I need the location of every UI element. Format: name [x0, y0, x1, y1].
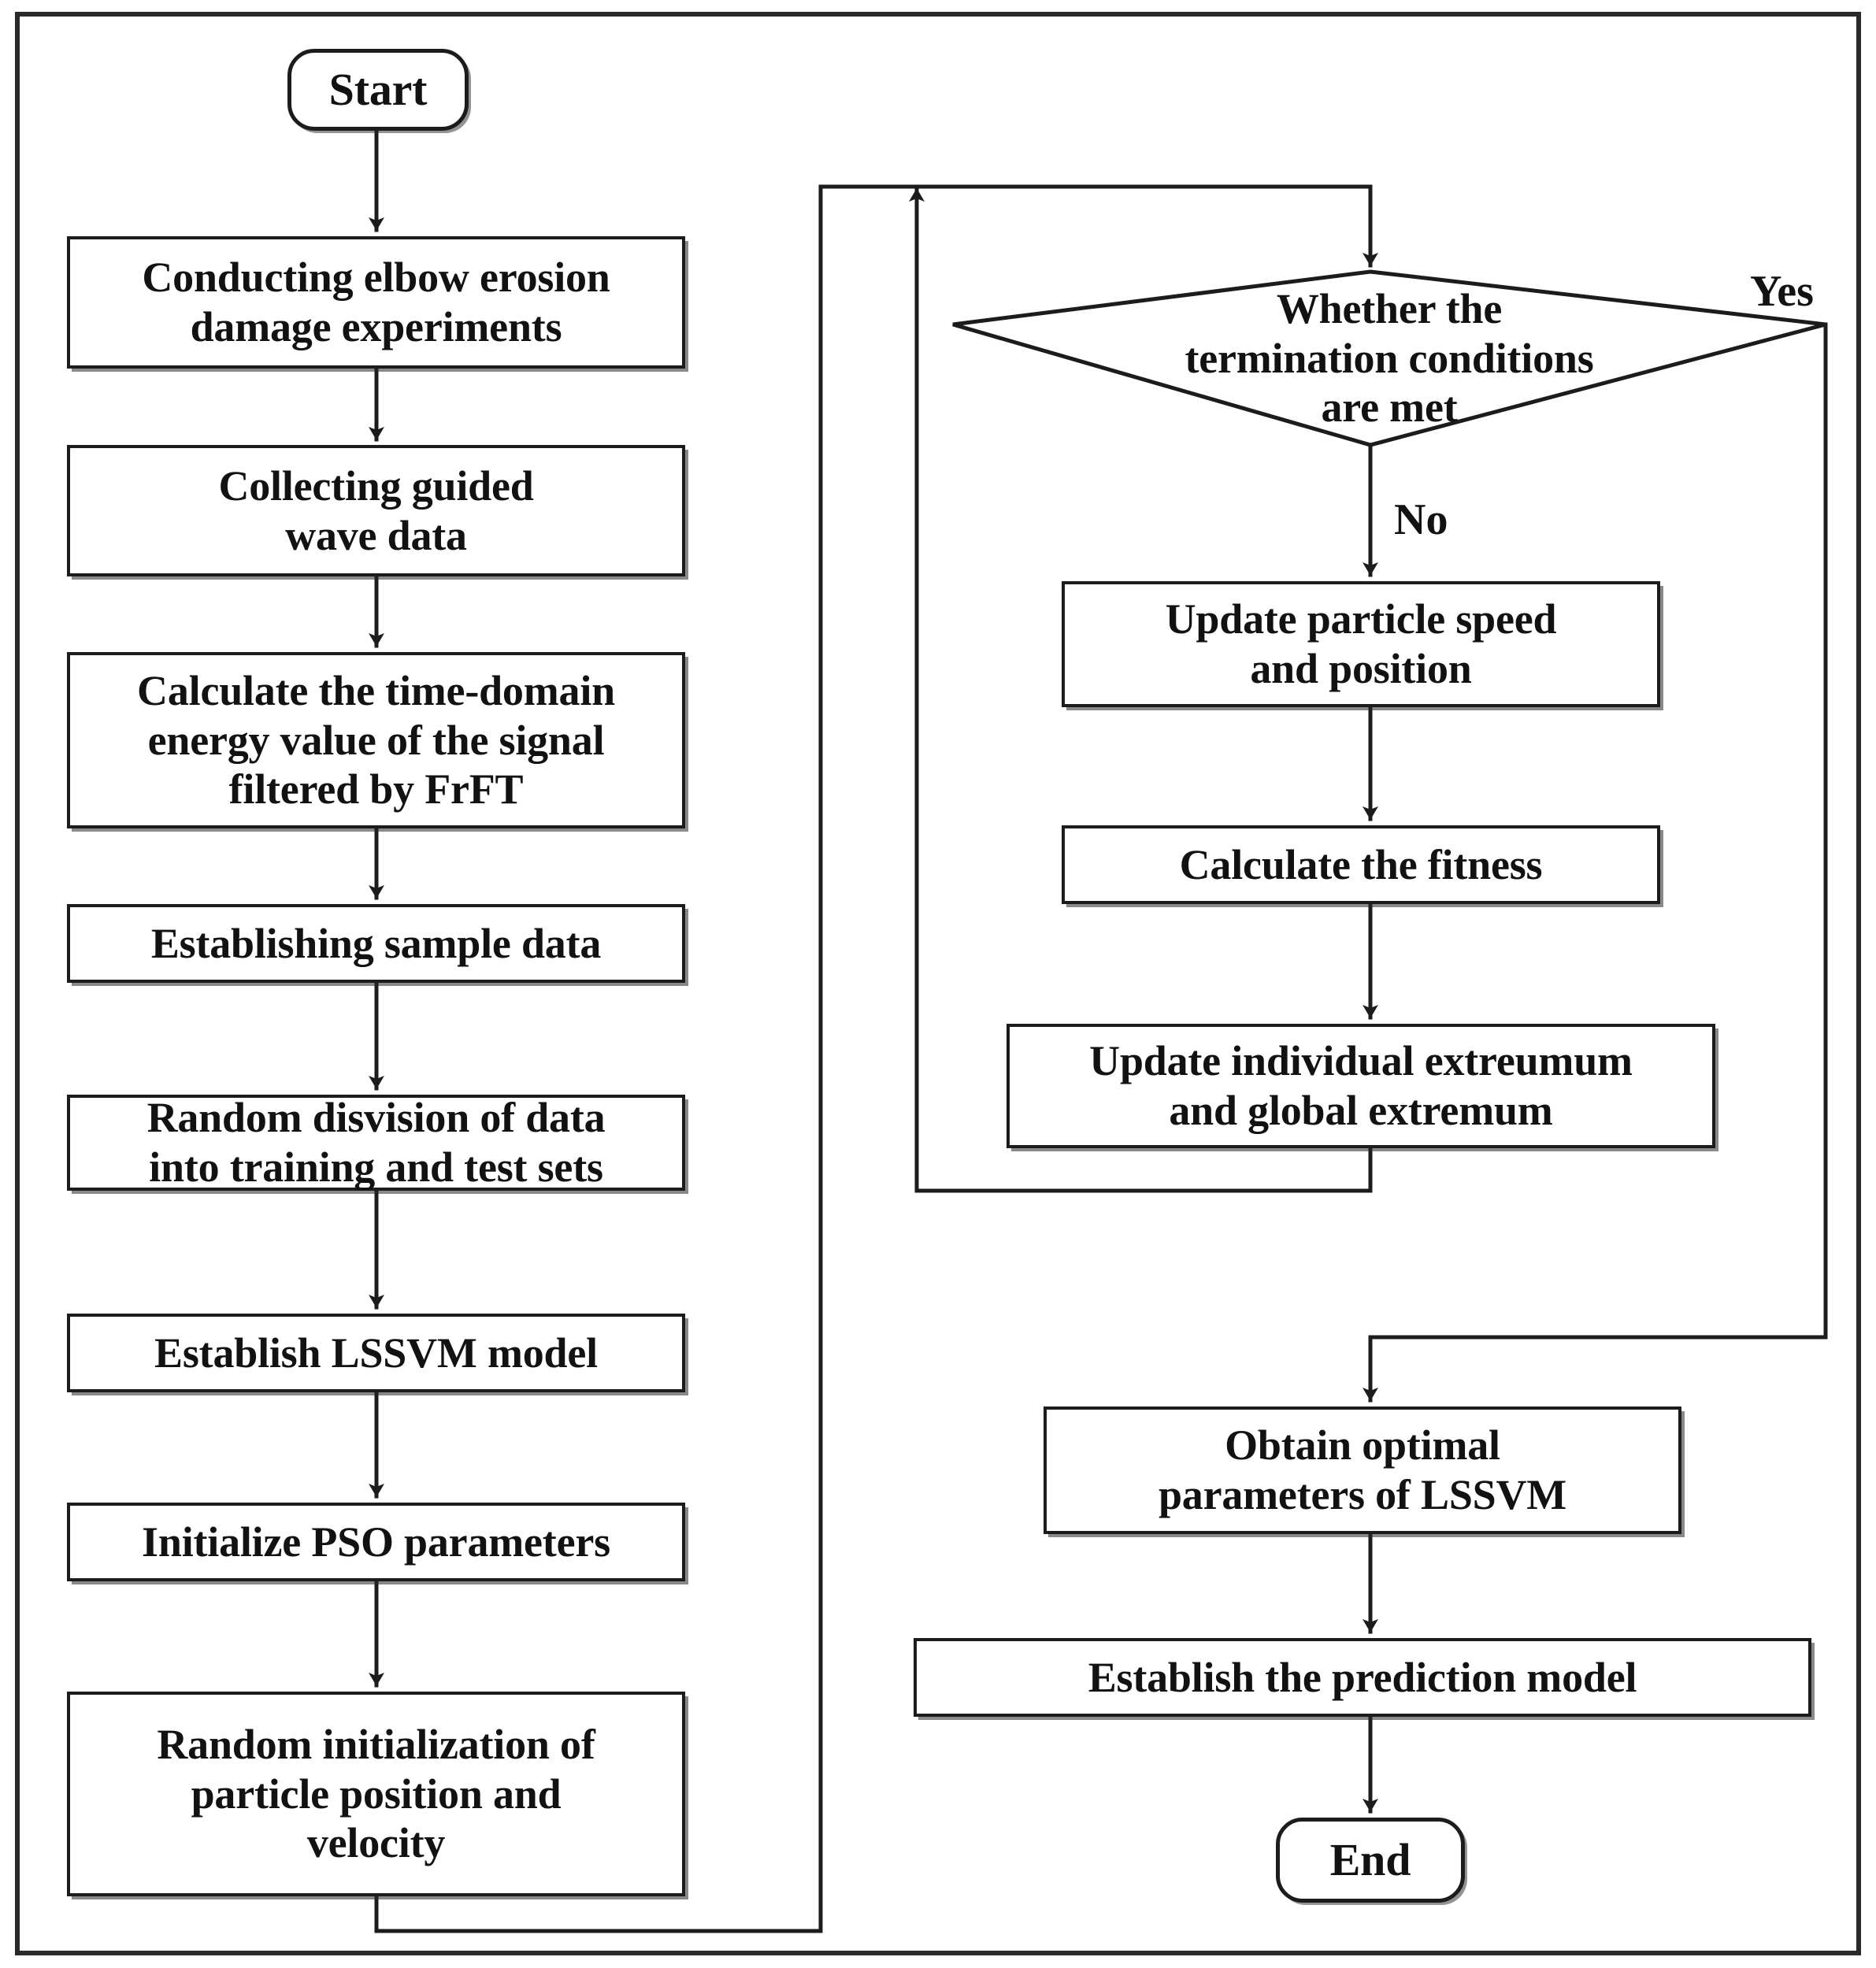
- process-calculate-fitness[interactable]: Calculate the fitness: [1062, 825, 1660, 904]
- process-random-division-data[interactable]: Random disvision of data into training a…: [67, 1094, 685, 1191]
- process-establish-prediction-model[interactable]: Establish the prediction model: [914, 1638, 1811, 1717]
- process-random-division-data-label: Random disvision of data into training a…: [146, 1094, 606, 1191]
- process-establish-lssvm-model[interactable]: Establish LSSVM model: [67, 1314, 685, 1392]
- process-update-extremum[interactable]: Update individual extreumum and global e…: [1007, 1024, 1715, 1148]
- process-initialize-pso-parameters[interactable]: Initialize PSO parameters: [67, 1503, 685, 1581]
- decision-termination-conditions-label: Whether the termination conditions are m…: [1185, 285, 1594, 432]
- process-collecting-wave-data[interactable]: Collecting guided wave data: [67, 445, 685, 576]
- process-obtain-optimal-parameters[interactable]: Obtain optimal parameters of LSSVM: [1044, 1407, 1681, 1534]
- edge-decision-yes-route: [1368, 322, 1828, 1340]
- end-terminal[interactable]: End: [1276, 1818, 1465, 1903]
- decision-termination-conditions[interactable]: Whether the termination conditions are m…: [953, 272, 1826, 445]
- process-calculate-energy-frft-label: Calculate the time-domain energy value o…: [137, 667, 615, 814]
- edge-extremum-feedback-route: [914, 195, 1373, 1193]
- process-initialize-pso-parameters-label: Initialize PSO parameters: [142, 1518, 610, 1566]
- process-establish-lssvm-model-label: Establish LSSVM model: [154, 1329, 598, 1377]
- process-calculate-energy-frft[interactable]: Calculate the time-domain energy value o…: [67, 652, 685, 828]
- process-random-init-particles-label: Random initialization of particle positi…: [157, 1721, 595, 1867]
- process-conducting-experiments[interactable]: Conducting elbow erosion damage experime…: [67, 236, 685, 369]
- process-update-extremum-label: Update individual extreumum and global e…: [1089, 1037, 1633, 1134]
- process-establish-prediction-model-label: Establish the prediction model: [1088, 1653, 1637, 1701]
- process-establishing-sample-data[interactable]: Establishing sample data: [67, 904, 685, 983]
- start-terminal[interactable]: Start: [287, 49, 469, 131]
- process-collecting-wave-data-label: Collecting guided wave data: [218, 461, 534, 559]
- branch-label-yes: Yes: [1750, 267, 1814, 316]
- start-label: Start: [328, 64, 428, 116]
- process-obtain-optimal-parameters-label: Obtain optimal parameters of LSSVM: [1158, 1421, 1567, 1518]
- outer-frame: [15, 12, 1861, 1955]
- edge-init-to-decision-route: [374, 184, 1373, 1933]
- process-update-particle-speed-label: Update particle speed and position: [1165, 595, 1557, 692]
- process-establishing-sample-data-label: Establishing sample data: [150, 919, 602, 967]
- branch-label-no: No: [1394, 495, 1448, 544]
- process-random-init-particles[interactable]: Random initialization of particle positi…: [67, 1692, 685, 1896]
- process-calculate-fitness-label: Calculate the fitness: [1179, 840, 1543, 888]
- process-update-particle-speed[interactable]: Update particle speed and position: [1062, 581, 1660, 707]
- process-conducting-experiments-label: Conducting elbow erosion damage experime…: [142, 254, 610, 350]
- end-label: End: [1329, 1834, 1411, 1886]
